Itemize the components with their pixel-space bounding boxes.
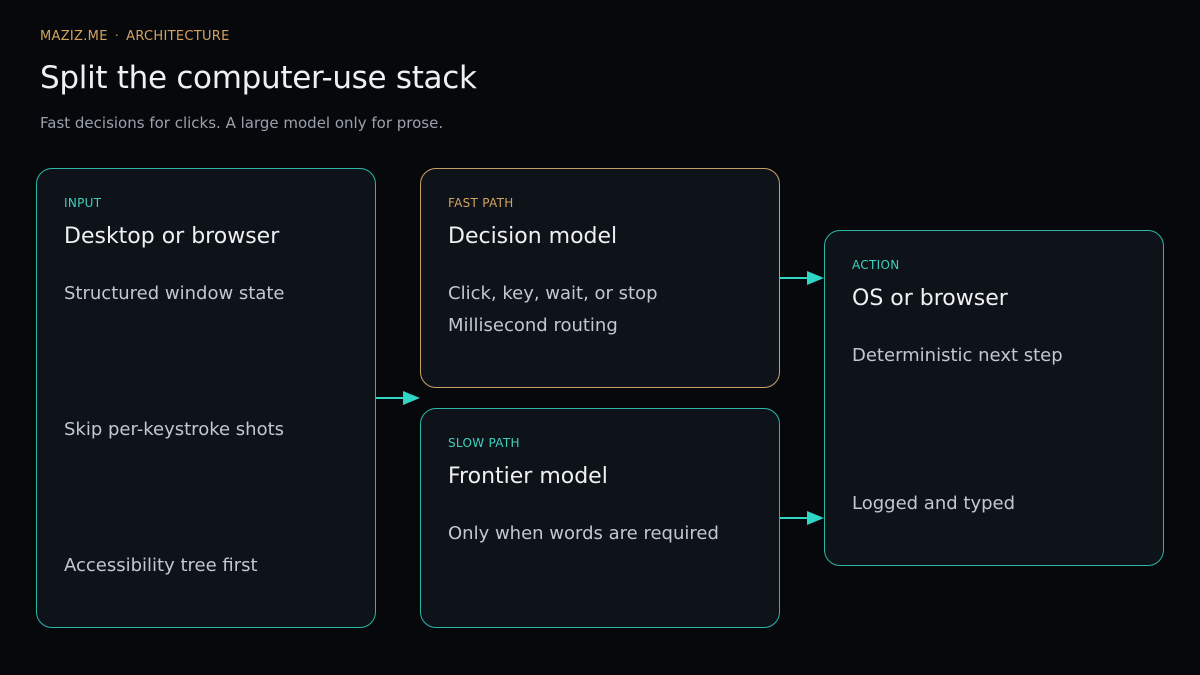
page-title: Split the computer-use stack <box>40 60 477 96</box>
eyebrow-separator: · <box>114 29 120 44</box>
slow-path-card-title: Frontier model <box>448 464 608 489</box>
input-card-line: Skip per-keystroke shots <box>64 419 285 440</box>
arrow-fast-to-action <box>780 271 824 285</box>
input-card-tag: INPUT <box>64 196 102 210</box>
fast-path-card-tag: FAST PATH <box>448 196 514 210</box>
action-card: ACTION OS or browser Deterministic next … <box>824 230 1164 566</box>
fast-path-card-line: Click, key, wait, or stop <box>448 283 658 304</box>
action-card-line: Deterministic next step <box>852 345 1063 366</box>
section-name: ARCHITECTURE <box>126 29 230 44</box>
action-card-line: Logged and typed <box>852 493 1016 514</box>
input-card-line: Accessibility tree first <box>64 555 258 576</box>
page-subtitle: Fast decisions for clicks. A large model… <box>40 114 444 132</box>
slow-path-card-tag: SLOW PATH <box>448 436 520 450</box>
fast-path-card: FAST PATH Decision model Click, key, wai… <box>420 168 780 388</box>
input-card-line: Structured window state <box>64 283 285 304</box>
input-card-title: Desktop or browser <box>64 224 280 249</box>
arrow-slow-to-action <box>780 511 824 525</box>
site-name: MAZIZ.ME <box>40 29 108 44</box>
arrow-input-to-paths <box>376 391 420 405</box>
action-card-tag: ACTION <box>852 258 900 272</box>
input-card: INPUT Desktop or browser Structured wind… <box>36 168 376 628</box>
slow-path-card-line: Only when words are required <box>448 523 719 544</box>
fast-path-card-line: Millisecond routing <box>448 315 618 336</box>
slow-path-card: SLOW PATH Frontier model Only when words… <box>420 408 780 628</box>
eyebrow: MAZIZ.ME · ARCHITECTURE <box>40 29 230 44</box>
action-card-title: OS or browser <box>852 286 1008 311</box>
fast-path-card-title: Decision model <box>448 224 618 249</box>
